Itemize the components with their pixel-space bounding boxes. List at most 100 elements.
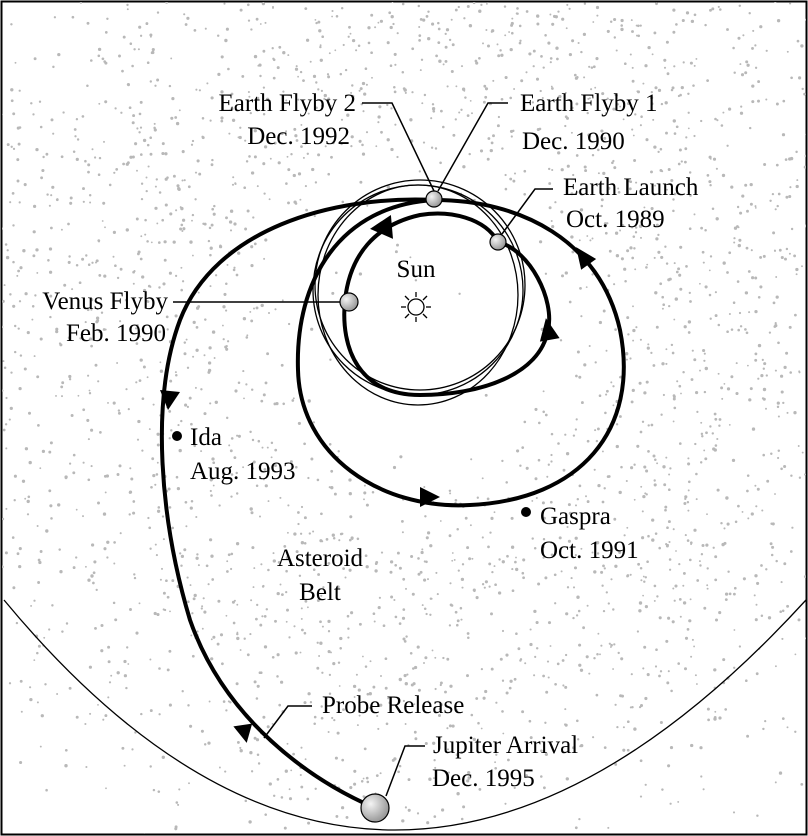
asteroid-dot [501, 679, 505, 682]
asteroid-dot [744, 71, 748, 75]
asteroid-dot [671, 351, 675, 355]
asteroid-dot [75, 508, 78, 511]
asteroid-dot [364, 554, 368, 558]
asteroid-dot [225, 709, 228, 712]
asteroid-dot [60, 385, 64, 389]
asteroid-dot [790, 474, 793, 477]
asteroid-dot [320, 512, 323, 516]
asteroid-dot [340, 118, 344, 121]
asteroid-dot [125, 228, 129, 232]
asteroid-dot [107, 645, 111, 649]
asteroid-dot [285, 99, 288, 102]
ida-dot [172, 431, 182, 441]
asteroid-dot [447, 771, 451, 774]
asteroid-dot [56, 693, 59, 695]
asteroid-dot [229, 449, 233, 453]
asteroid-dot [301, 628, 304, 632]
asteroid-dot [24, 497, 27, 500]
asteroid-dot [129, 467, 132, 470]
asteroid-dot [467, 636, 470, 640]
asteroid-dot [300, 617, 303, 620]
asteroid-dot [466, 779, 470, 783]
asteroid-dot [128, 106, 132, 110]
asteroid-dot [785, 195, 789, 199]
asteroid-dot [104, 714, 108, 718]
asteroid-dot [803, 92, 806, 96]
asteroid-dot [239, 126, 242, 129]
asteroid-dot [157, 790, 161, 793]
asteroid-dot [497, 115, 501, 119]
asteroid-dot [782, 99, 786, 103]
jupiter-orbit [3, 599, 806, 831]
asteroid-dot [655, 2, 658, 6]
asteroid-dot [149, 709, 153, 713]
asteroid-dot [762, 453, 765, 457]
asteroid-dot [455, 85, 458, 88]
asteroid-dot [645, 380, 649, 384]
asteroid-dot [24, 447, 29, 451]
asteroid-dot [693, 134, 696, 138]
asteroid-dot [133, 48, 136, 51]
asteroid-dot [422, 18, 426, 22]
asteroid-dot [781, 133, 786, 137]
asteroid-dot [695, 391, 699, 395]
asteroid-dot [104, 491, 107, 494]
asteroid-dot [661, 788, 664, 791]
asteroid-dot [661, 170, 664, 173]
asteroid-dot [276, 675, 279, 678]
asteroid-dot [206, 82, 209, 85]
asteroid-dot [684, 497, 687, 501]
asteroid-dot [466, 632, 470, 635]
asteroid-dot [430, 117, 433, 120]
asteroid-dot [156, 222, 159, 225]
asteroid-dot [660, 255, 664, 259]
asteroid-dot [781, 717, 785, 720]
asteroid-dot [568, 53, 572, 57]
asteroid-dot [544, 752, 548, 756]
asteroid-dot [571, 39, 575, 43]
asteroid-dot [255, 484, 259, 488]
asteroid-dot [437, 27, 441, 31]
asteroid-dot [708, 155, 712, 159]
asteroid-dot [39, 337, 43, 341]
asteroid-dot [204, 27, 207, 30]
asteroid-dot [542, 516, 546, 520]
earth-launch-label: Earth Launch [563, 174, 699, 201]
asteroid-dot [639, 795, 643, 798]
asteroid-dot [264, 813, 267, 816]
asteroid-dot [509, 679, 513, 683]
asteroid-dot [163, 240, 167, 244]
asteroid-dot [789, 186, 792, 189]
asteroid-dot [102, 201, 106, 205]
asteroid-dot [342, 708, 345, 711]
asteroid-dot [404, 682, 408, 686]
asteroid-dot [138, 25, 142, 29]
asteroid-dot [737, 243, 741, 248]
asteroid-dot [257, 439, 261, 443]
asteroid-dot [615, 49, 618, 52]
asteroid-belt-label-line1: Asteroid [277, 545, 364, 572]
asteroid-dot [665, 639, 669, 643]
asteroid-dot [156, 443, 160, 447]
asteroid-dot [798, 76, 802, 80]
asteroid-dot [775, 295, 779, 299]
asteroid-dot [213, 357, 216, 359]
asteroid-dot [622, 118, 625, 121]
asteroid-dot [420, 550, 424, 555]
asteroid-dot [305, 38, 310, 42]
asteroid-dot [419, 69, 422, 72]
asteroid-dot [390, 107, 393, 110]
asteroid-dot [141, 397, 145, 401]
asteroid-dot [350, 135, 354, 139]
asteroid-dot [280, 363, 284, 367]
asteroid-dot [45, 529, 49, 533]
asteroid-dot [270, 441, 274, 445]
asteroid-dot [488, 585, 491, 588]
asteroid-dot [484, 580, 488, 584]
asteroid-dot [299, 651, 302, 654]
asteroid-dot [782, 401, 785, 405]
asteroid-dot [289, 460, 293, 464]
asteroid-dot [723, 527, 726, 530]
asteroid-dot [178, 788, 181, 791]
asteroid-dot [746, 63, 750, 67]
